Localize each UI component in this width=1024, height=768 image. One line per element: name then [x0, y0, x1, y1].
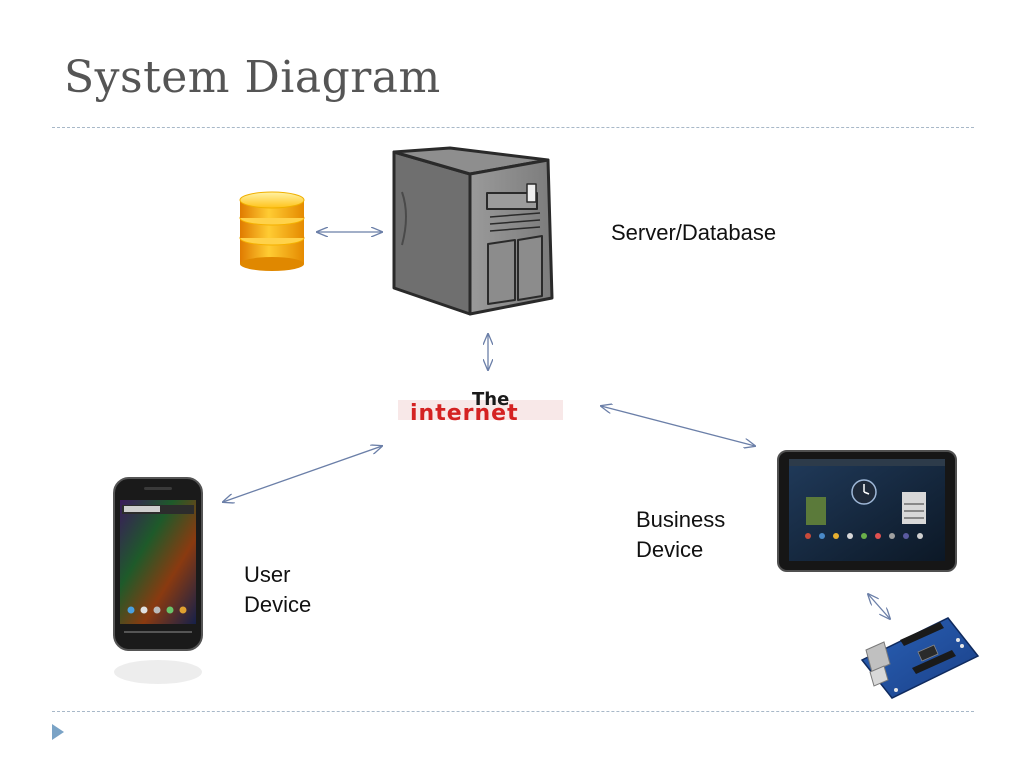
label-server-database-text: Server/Database — [611, 220, 777, 245]
internet-logo-word: internet — [410, 401, 519, 426]
label-business-device: Business Device — [636, 505, 725, 565]
internet-logo-the: The — [472, 389, 509, 410]
bottom-divider — [52, 711, 974, 712]
smartphone-icon — [113, 477, 203, 684]
edge-business-device-microcontroller — [868, 594, 890, 619]
label-business-line2: Device — [636, 537, 704, 562]
label-user-device: User Device — [244, 560, 311, 620]
circuit-board-icon — [860, 617, 980, 699]
edge-internet-business-device — [601, 406, 755, 446]
label-user-line1: User — [244, 562, 291, 587]
top-divider — [52, 127, 974, 128]
next-slide-arrow-icon[interactable] — [52, 724, 64, 740]
server-tower-icon — [392, 146, 554, 316]
edge-internet-user-device — [223, 446, 382, 502]
connectors — [223, 232, 890, 619]
tablet-icon — [777, 450, 957, 572]
label-business-line1: Business — [636, 507, 726, 532]
internet-logo: The internet — [398, 389, 563, 426]
label-user-line2: Device — [244, 592, 312, 617]
database-icon — [239, 191, 305, 271]
label-server-database: Server/Database — [611, 218, 776, 248]
slide-title: System Diagram — [64, 52, 441, 103]
